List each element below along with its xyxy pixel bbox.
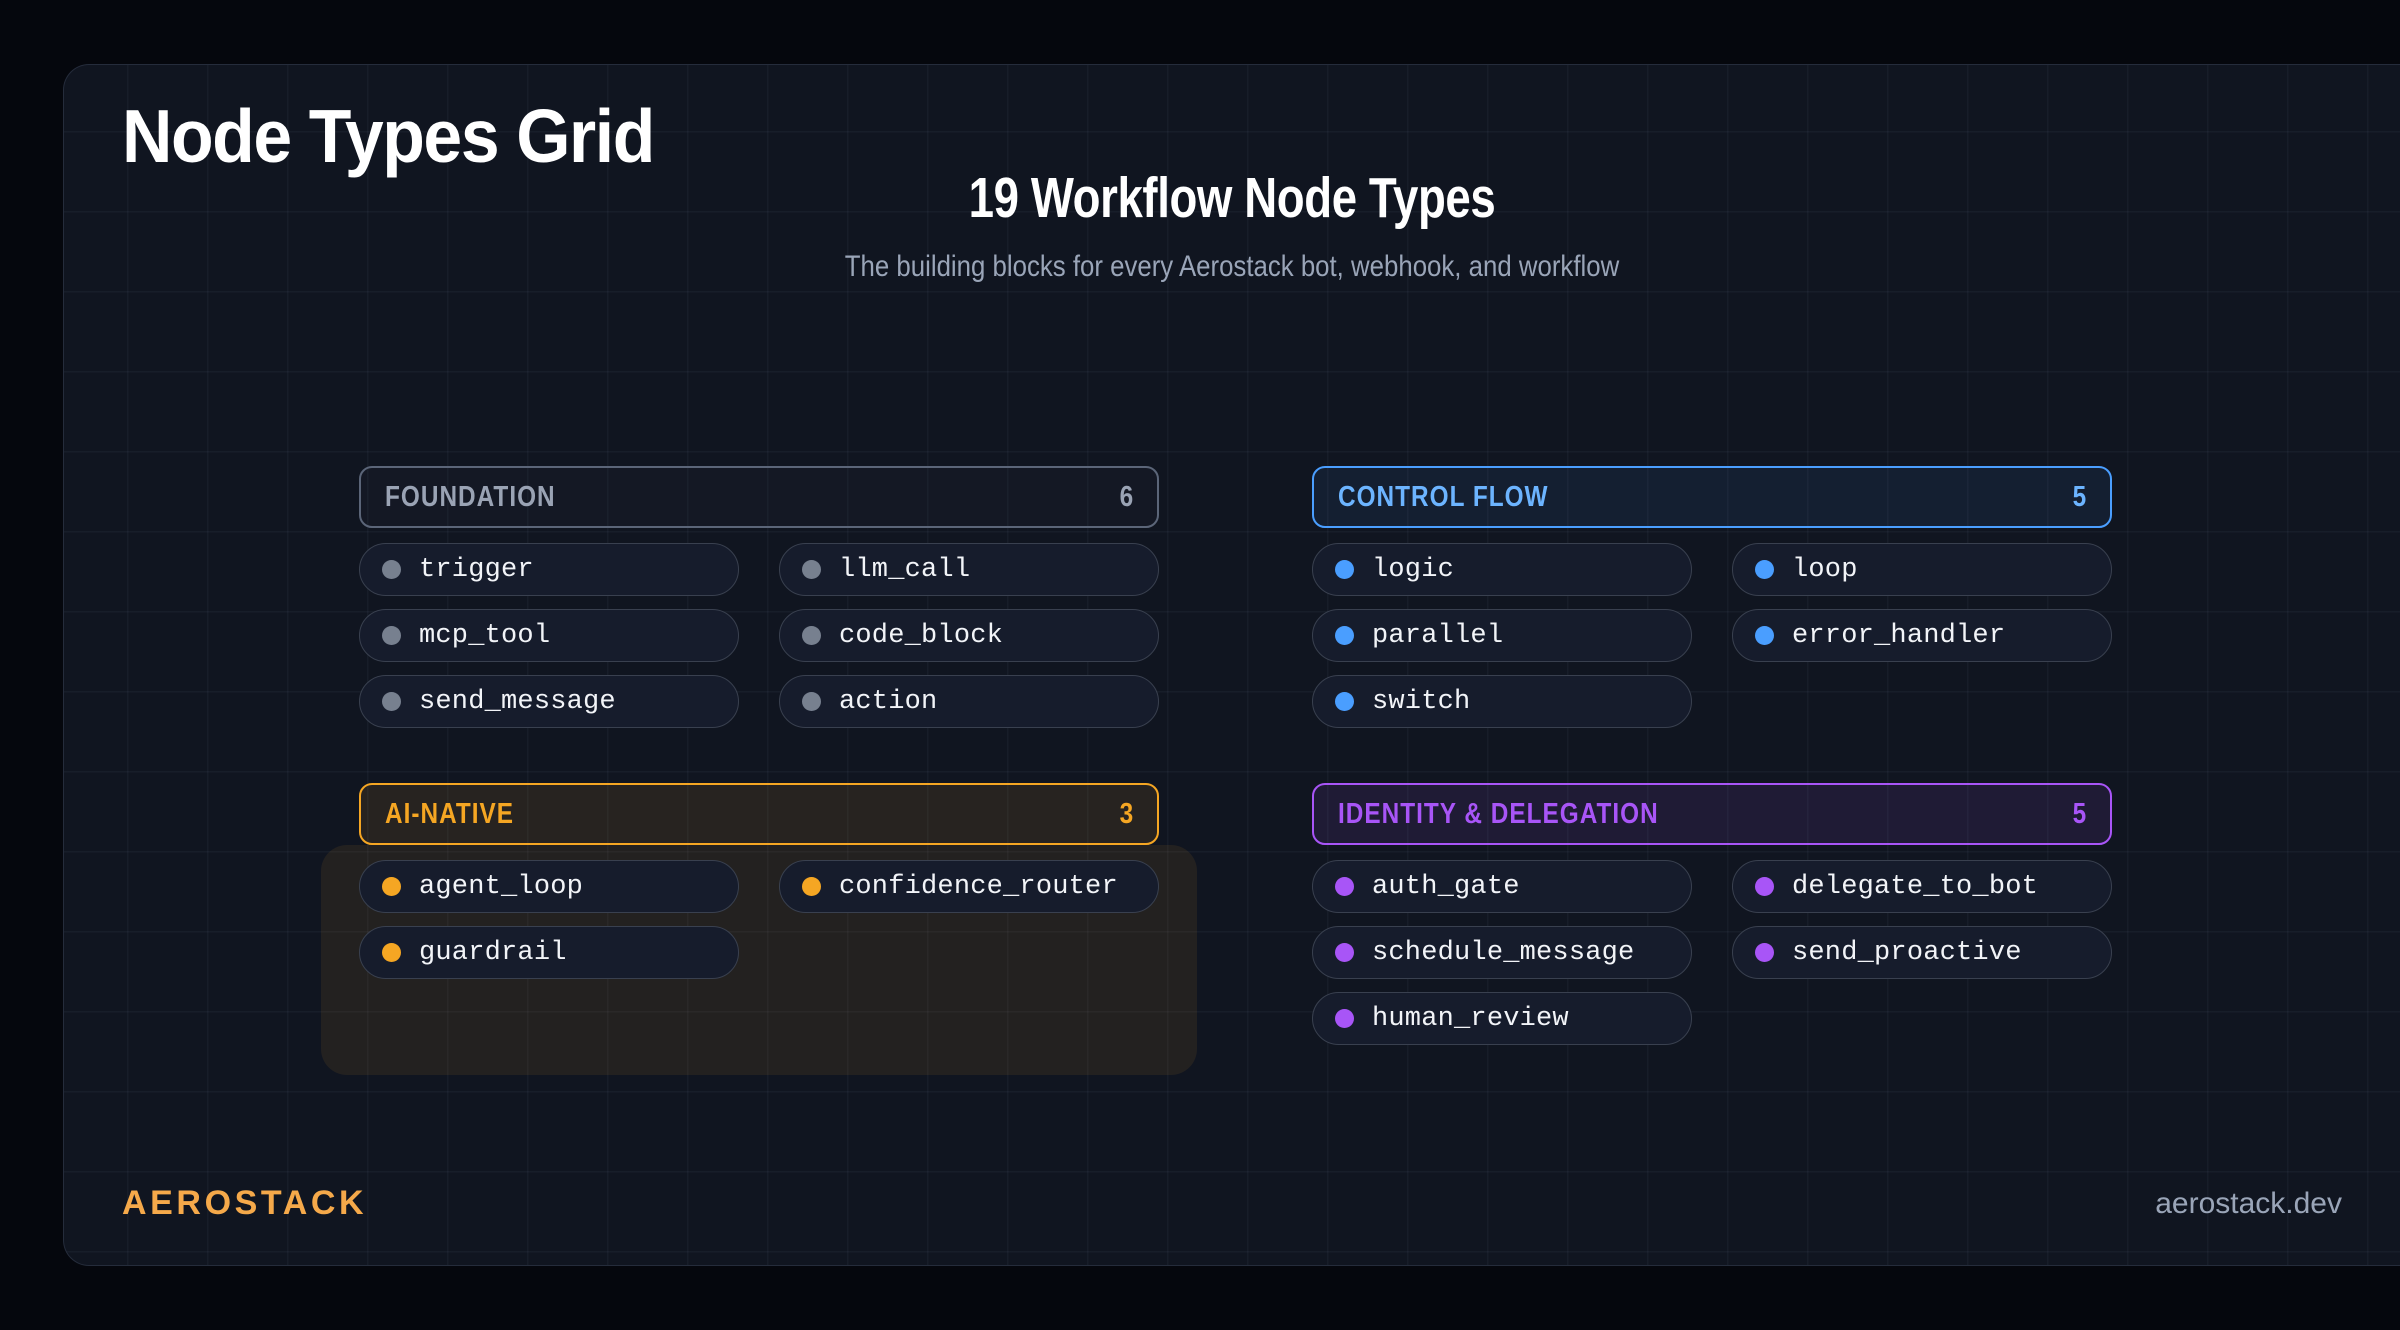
node-label: mcp_tool [419,620,551,651]
category-name: AI-NATIVE [385,797,515,830]
node-status-dot-icon [382,877,401,896]
node-pill[interactable]: auth_gate [1312,860,1692,913]
header: Node Types Grid 19 Workflow Node Types T… [64,65,2400,355]
node-label: send_message [419,686,616,717]
node-pill[interactable]: loop [1732,543,2112,596]
node-pill[interactable]: action [779,675,1159,728]
category-name: CONTROL FLOW [1338,480,1549,513]
category-header-ai-native[interactable]: AI-NATIVE 3 [359,783,1159,845]
node-label: code_block [839,620,1004,651]
site-url: aerostack.dev [2155,1187,2342,1220]
node-grid-foundation: trigger llm_call mcp_tool code_block send_me… [359,543,1159,728]
node-label: logic [1372,554,1455,585]
node-status-dot-icon [382,560,401,579]
node-status-dot-icon [1755,560,1774,579]
node-label: action [839,686,938,717]
node-label: parallel [1372,620,1504,651]
node-status-dot-icon [1335,943,1354,962]
node-status-dot-icon [382,943,401,962]
category-group-identity-delegation: IDENTITY & DELEGATION 5 auth_gate delegate_… [1312,783,2112,1045]
node-status-dot-icon [382,692,401,711]
node-label: agent_loop [419,871,584,902]
category-header-control-flow[interactable]: CONTROL FLOW 5 [1312,466,2112,528]
category-count-badge: 5 [2072,797,2086,830]
node-pill[interactable]: trigger [359,543,739,596]
node-pill[interactable]: mcp_tool [359,609,739,662]
node-pill[interactable]: delegate_to_bot [1732,860,2112,913]
node-status-dot-icon [1335,1009,1354,1028]
node-status-dot-icon [1755,943,1774,962]
node-status-dot-icon [1335,626,1354,645]
node-label: schedule_message [1372,937,1635,968]
node-status-dot-icon [1335,877,1354,896]
node-pill[interactable]: confidence_router [779,860,1159,913]
node-pill[interactable]: error_handler [1732,609,2112,662]
node-status-dot-icon [382,626,401,645]
node-pill[interactable]: llm_call [779,543,1159,596]
brand-logo: AEROSTACK [122,1184,368,1222]
node-label: trigger [419,554,534,585]
node-label: loop [1792,554,1858,585]
category-name: IDENTITY & DELEGATION [1338,797,1659,830]
page-title: Node Types Grid [122,94,655,178]
node-label: send_proactive [1792,937,2022,968]
category-header-foundation[interactable]: FOUNDATION 6 [359,466,1159,528]
node-status-dot-icon [1335,692,1354,711]
category-count-badge: 5 [2072,480,2086,513]
node-pill[interactable]: logic [1312,543,1692,596]
node-label: guardrail [419,937,567,968]
category-column-right: CONTROL FLOW 5 logic loop parallel error_hand… [1312,466,2112,1045]
node-status-dot-icon [802,692,821,711]
node-label: error_handler [1792,620,2006,651]
node-pill[interactable]: send_message [359,675,739,728]
node-label: confidence_router [839,871,1118,902]
node-status-dot-icon [1755,626,1774,645]
category-count-badge: 6 [1119,480,1133,513]
node-label: delegate_to_bot [1792,871,2039,902]
node-label: human_review [1372,1003,1569,1034]
node-pill[interactable]: switch [1312,675,1692,728]
node-status-dot-icon [802,877,821,896]
node-pill[interactable]: human_review [1312,992,1692,1045]
content-card: Node Types Grid 19 Workflow Node Types T… [63,64,2400,1266]
category-header-identity-delegation[interactable]: IDENTITY & DELEGATION 5 [1312,783,2112,845]
node-pill[interactable]: send_proactive [1732,926,2112,979]
node-pill[interactable]: code_block [779,609,1159,662]
node-pill[interactable]: schedule_message [1312,926,1692,979]
node-status-dot-icon [802,626,821,645]
node-pill[interactable]: agent_loop [359,860,739,913]
node-grid-ai-native: agent_loop confidence_router guardrail [359,860,1159,979]
node-label: llm_call [839,554,971,585]
headline: 19 Workflow Node Types [968,166,1496,230]
node-grid-identity-delegation: auth_gate delegate_to_bot schedule_message… [1312,860,2112,1045]
node-status-dot-icon [802,560,821,579]
node-status-dot-icon [1755,877,1774,896]
category-group-control-flow: CONTROL FLOW 5 logic loop parallel error_hand… [1312,466,2112,728]
category-name: FOUNDATION [385,480,556,513]
subheadline: The building blocks for every Aerostack … [844,250,1620,283]
node-status-dot-icon [1335,560,1354,579]
category-count-badge: 3 [1119,797,1133,830]
category-column-left: FOUNDATION 6 trigger llm_call mcp_tool code_b… [321,466,1197,1075]
node-label: auth_gate [1372,871,1520,902]
category-group-foundation: FOUNDATION 6 trigger llm_call mcp_tool code_b… [359,466,1159,728]
node-pill[interactable]: guardrail [359,926,739,979]
node-pill[interactable]: parallel [1312,609,1692,662]
node-label: switch [1372,686,1471,717]
